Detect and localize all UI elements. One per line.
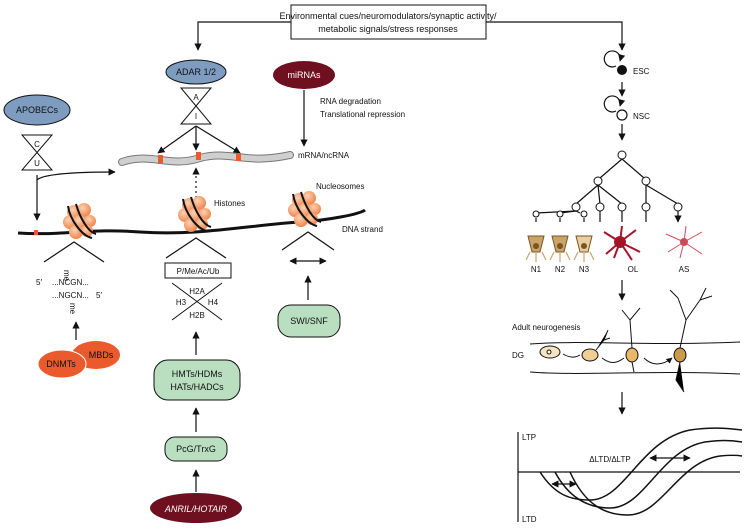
dnmts-label: DNMTs: [46, 359, 76, 369]
ltd-label: LTD: [522, 515, 537, 524]
header-line2: metabolic signals/stress responses: [318, 24, 458, 34]
mrna-label: mRNA/ncRNA: [298, 151, 350, 160]
esc-label: ESC: [633, 67, 650, 76]
me-top: me: [62, 270, 71, 282]
h4-label: H4: [208, 298, 219, 307]
histone-chevron: [165, 237, 227, 259]
nucleosomes-label: Nucleosomes: [316, 182, 364, 191]
adar-edit-arrow-right: [195, 125, 241, 154]
histone-octamer-cross: H2A H3 H4 H2B: [171, 282, 223, 321]
five-prime-right: 5′: [96, 291, 102, 300]
a-to-i-hourglass: A I: [179, 87, 213, 125]
dentate-gyrus-layer: [529, 287, 741, 393]
dg-label: DG: [512, 351, 524, 360]
methyl-chevron: [43, 241, 105, 263]
astrocyte: AS: [665, 225, 703, 274]
header-line1: Environmental cues/neuromodulators/synap…: [279, 11, 497, 21]
mrna-strand: [118, 151, 294, 166]
apobecs-to-rna-arrow: [36, 168, 116, 181]
editing-i: I: [195, 112, 197, 121]
apobecs-label: APOBECs: [16, 105, 59, 115]
nucleosome-3: [288, 191, 322, 227]
pcg-label: PcG/TrxG: [176, 444, 216, 454]
c-to-u-hourglass: C U: [20, 134, 54, 171]
hmts-line1: HMTs/HDMs: [172, 369, 223, 379]
neuron-n2: N2: [549, 235, 571, 274]
adar-enzyme: ADAR 1/2: [165, 59, 227, 85]
nsc-cell: [616, 109, 628, 121]
lineage-tree: ESC NSC: [532, 50, 682, 222]
mirna-enzyme: miRNAs: [273, 61, 335, 89]
translational-repression-label: Translational repression: [320, 110, 405, 119]
adar-edit-arrow-left: [157, 125, 197, 154]
as-label: AS: [679, 265, 690, 274]
header-to-adar-arrow: [194, 21, 291, 51]
swisnf-label: SWI/SNF: [290, 316, 328, 326]
histone-mod-box: P/Me/Ac/Ub: [164, 262, 232, 279]
anril-label: ANRIL/HOTAIR: [164, 504, 228, 514]
h2b-label: H2B: [189, 311, 205, 320]
adar-label: ADAR 1/2: [176, 67, 216, 77]
header-box: Environmental cues/neuromodulators/synap…: [279, 4, 497, 40]
neurogenesis-title: Adult neurogenesis: [512, 323, 581, 332]
hmts-line2: HATs/HADCs: [170, 382, 224, 392]
five-prime-left: 5′: [36, 278, 42, 287]
nsc-label: NSC: [633, 112, 650, 121]
mbds-label: MBDs: [89, 350, 114, 360]
editing-u: U: [34, 159, 40, 168]
pcg-enzyme: PcG/TrxG: [164, 436, 228, 462]
ol-label: OL: [628, 265, 639, 274]
pmeacub-label: P/Me/Ac/Ub: [177, 267, 220, 276]
apobecs-enzyme: APOBECs: [3, 94, 71, 126]
nucleosome-1: [63, 203, 97, 239]
n3-label: N3: [579, 265, 590, 274]
plasticity-plot: LTP LTD ΔLTD/ΔLTP: [517, 427, 743, 524]
nucleosome-2: [178, 196, 212, 232]
esc-cell: [617, 65, 627, 75]
bottom-seq: ...NGCN...: [52, 291, 89, 300]
histones-label: Histones: [214, 199, 245, 208]
mirna-label: miRNAs: [288, 70, 321, 80]
n2-label: N2: [555, 265, 566, 274]
delta-label: ΔLTD/ΔLTP: [589, 455, 631, 464]
neuron-n3: N3: [573, 235, 595, 274]
neuron-n1: N1: [525, 235, 547, 274]
me-bottom: me: [68, 303, 77, 315]
top-seq: ...NCGN...: [52, 278, 89, 287]
dna-strand-label: DNA strand: [342, 225, 383, 234]
remodel-chevron: [281, 231, 335, 251]
anril-enzyme: ANRIL/HOTAIR: [150, 493, 242, 523]
h2a-label: H2A: [189, 287, 205, 296]
swisnf-enzyme: SWI/SNF: [277, 304, 341, 338]
header-to-esc-arrow: [486, 21, 626, 51]
dnmts-enzyme: DNMTs: [37, 349, 87, 379]
hmts-enzyme: HMTs/HDMs HATs/HADCs: [153, 359, 241, 401]
editing-c: C: [34, 140, 40, 149]
editing-a: A: [193, 93, 199, 102]
ltp-label: LTP: [522, 433, 536, 442]
rna-degradation-label: RNA degradation: [320, 97, 381, 106]
oligodendrocyte: OL: [603, 225, 641, 274]
h3-label: H3: [176, 298, 187, 307]
n1-label: N1: [531, 265, 542, 274]
